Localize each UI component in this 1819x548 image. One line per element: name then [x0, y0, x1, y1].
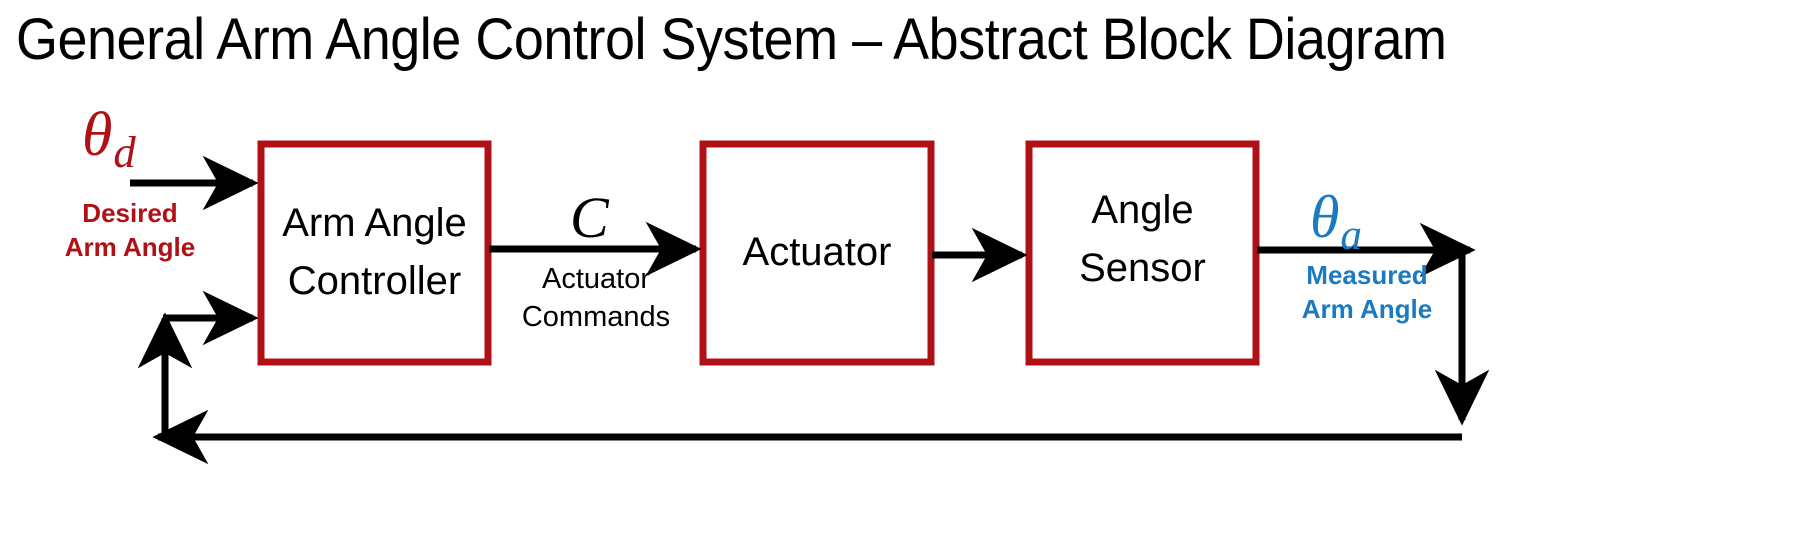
- block-controller-rect[interactable]: [257, 140, 492, 366]
- signal-desired-angle-symbol: θd: [82, 100, 136, 178]
- c-subscript: [609, 213, 610, 259]
- theta-glyph: θ: [1310, 184, 1340, 250]
- signal-measured-angle-symbol: θa: [1310, 183, 1362, 260]
- signal-actuator-commands-symbol: C: [570, 184, 610, 260]
- block-sensor-rect[interactable]: [1025, 140, 1260, 366]
- block-actuator-rect[interactable]: [699, 140, 935, 366]
- theta-subscript: d: [113, 127, 136, 178]
- theta-glyph: θ: [82, 101, 113, 169]
- page-title: General Arm Angle Control System – Abstr…: [16, 7, 1447, 72]
- signal-desired-angle-caption: Desired Arm Angle: [64, 198, 196, 263]
- signal-measured-angle-caption: Measured Arm Angle: [1301, 260, 1433, 325]
- theta-subscript: a: [1340, 212, 1362, 260]
- c-glyph: C: [570, 185, 609, 250]
- signal-actuator-commands-caption: Actuator Commands: [521, 263, 671, 334]
